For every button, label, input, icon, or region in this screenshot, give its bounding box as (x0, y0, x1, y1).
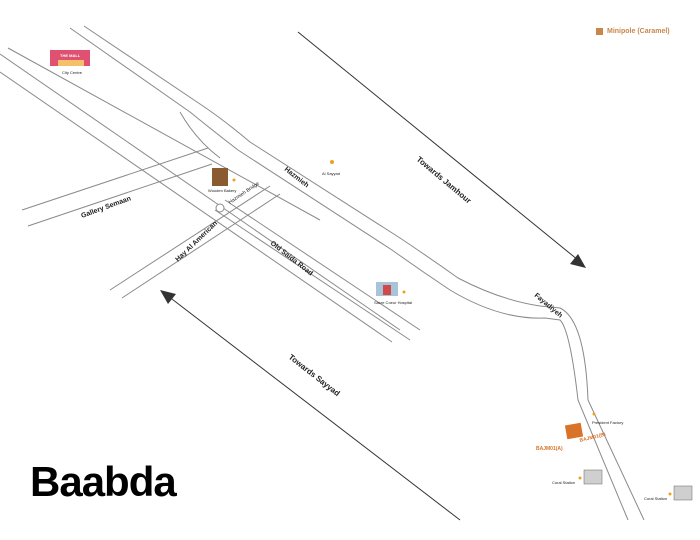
map-legend: Minipole (Caramel) (596, 28, 670, 35)
map-title: Baabda (30, 458, 177, 505)
road-label-hazmieh-bridge: Hazmieh Bridge (228, 181, 261, 206)
city-centre-label: City Centre (62, 70, 83, 75)
site-b-label: BAJM01(B) (579, 432, 607, 444)
site-a-label: BAJM01(A) (536, 446, 563, 452)
main-highway (0, 47, 401, 343)
site-marker: BAJM01(A) BAJM01(B) (536, 422, 607, 452)
hay-al-american-road (109, 185, 281, 299)
al-sayyad-label: Al Sayyad (322, 171, 340, 176)
city-mall-sign: THE MALL (60, 53, 81, 58)
gallery-semaan-road (21, 147, 213, 227)
president-factory-label: President Factory (592, 420, 623, 425)
towards-sayyad-arrow (160, 290, 461, 521)
wooden-bakery-label: Wooden Bakery (208, 188, 236, 193)
roundabout (215, 203, 225, 213)
city-centre-landmark: THE MALL City Centre (50, 50, 90, 75)
towards-jamhour-arrow (297, 31, 586, 268)
road-label-gallery-semaan: Gallery Semaan (80, 195, 132, 220)
road-label-towards-sayyad: Towards Sayyad (287, 352, 342, 398)
al-sayyad-landmark: Al Sayyad (322, 160, 340, 176)
old-saida-road (214, 199, 421, 341)
coral-station-1: Coral Station (552, 469, 603, 485)
coral-station-2-label: Coral Station (644, 496, 667, 501)
coral-station-2: Coral Station (644, 485, 693, 501)
sacre-coeur-hospital-landmark: Sacre Coeur Hospital (374, 282, 412, 305)
road-label-old-saida-road: Old Saida Road (269, 240, 314, 277)
legend-swatch (596, 28, 603, 35)
coral-station-1-label: Coral Station (552, 480, 575, 485)
sacre-coeur-hospital-label: Sacre Coeur Hospital (374, 300, 412, 305)
road-label-hay-al-american: Hay Al American (175, 220, 220, 263)
road-label-towards-jamhour: Towards Jamhour (415, 155, 473, 206)
hazmieh-road (69, 25, 645, 521)
president-factory-landmark: President Factory (592, 412, 623, 425)
legend-label: Minipole (Caramel) (607, 28, 670, 35)
wooden-bakery-landmark: Wooden Bakery (208, 168, 236, 193)
